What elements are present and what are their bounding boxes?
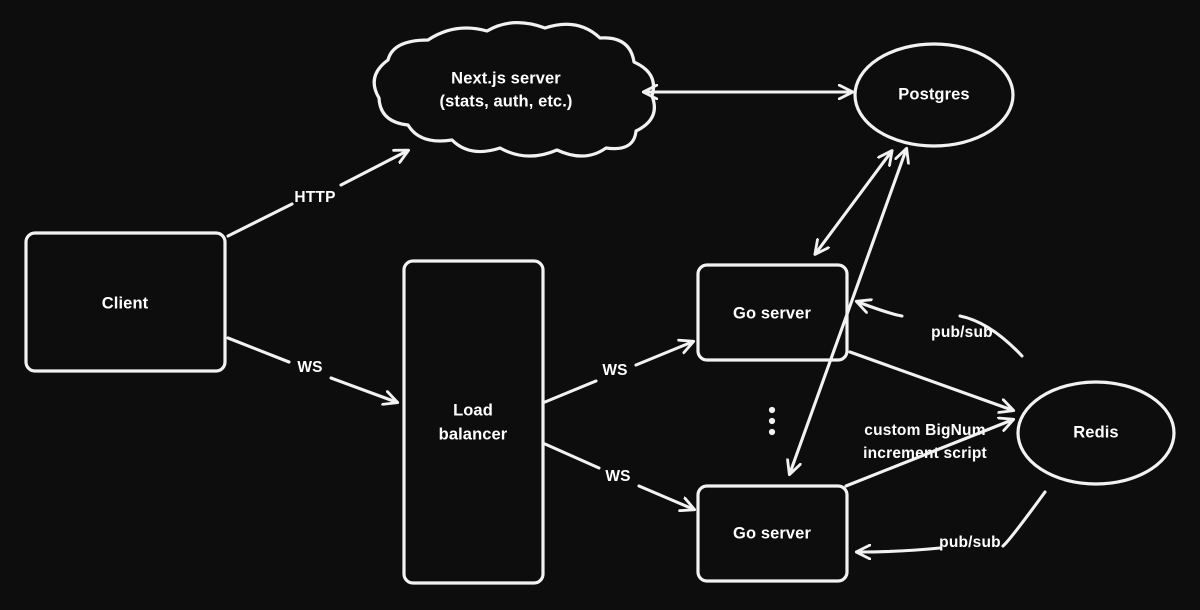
load-balancer-box[interactable] [402, 259, 545, 585]
node-postgres[interactable]: Postgres [853, 42, 1015, 148]
nextjs-label-line1: Next.js server [451, 69, 561, 87]
edge-label-ws-client: WS [297, 359, 322, 376]
ellipsis-dot-1 [768, 406, 776, 414]
edge-redis-to-go-top: pub/sub [858, 302, 1024, 358]
redis-label: Redis [1073, 423, 1118, 441]
edge-client-to-nextjs: HTTP [226, 151, 407, 238]
load-balancer-label-line1: Load [453, 401, 493, 419]
ellipsis-dot-3 [768, 428, 776, 436]
edge-label-pubsub-top: pub/sub [931, 324, 993, 341]
nextjs-label-line2: (stats, auth, etc.) [439, 92, 572, 110]
go-server-top-box[interactable] [696, 263, 849, 362]
node-nextjs-server[interactable]: Next.js server (stats, auth, etc.) [372, 21, 656, 158]
edge-client-to-loadbalancer: WS [226, 336, 396, 402]
edge-go-top-to-redis: custom BigNum increment script [848, 350, 1012, 462]
go-server-top-label: Go server [733, 304, 811, 322]
load-balancer-label-line2: balancer [439, 425, 508, 443]
vertical-ellipsis-icon [768, 406, 776, 436]
client-box[interactable] [24, 231, 227, 373]
edge-go-bottom-to-redis [844, 420, 1012, 488]
edge-label-ws-top: WS [602, 362, 627, 379]
edge-label-pubsub-bottom: pub/sub [939, 534, 1001, 551]
edge-loadbalancer-to-go-top: WS [543, 342, 692, 404]
postgres-label: Postgres [898, 85, 969, 103]
go-server-bottom-box[interactable] [696, 484, 849, 583]
edge-loadbalancer-to-go-bottom: WS [543, 442, 693, 509]
client-label: Client [102, 294, 149, 312]
node-client[interactable]: Client [24, 231, 227, 373]
ellipsis-dot-2 [768, 417, 776, 425]
edge-label-ws-bottom: WS [605, 468, 630, 485]
node-go-server-bottom[interactable]: Go server [696, 484, 849, 583]
edge-label-bignum-line1: custom BigNum [864, 422, 985, 439]
redis-ellipse[interactable] [1016, 380, 1176, 486]
edge-go-top-to-postgres [816, 152, 891, 253]
edge-label-http: HTTP [294, 189, 335, 206]
go-server-bottom-label: Go server [733, 524, 811, 542]
node-go-server-top[interactable]: Go server [696, 263, 849, 362]
edge-redis-to-go-bottom: pub/sub [858, 490, 1047, 552]
node-redis[interactable]: Redis [1016, 380, 1176, 486]
cloud-shape[interactable] [372, 21, 656, 158]
node-load-balancer[interactable]: Load balancer [402, 259, 545, 585]
postgres-ellipse[interactable] [853, 42, 1015, 148]
